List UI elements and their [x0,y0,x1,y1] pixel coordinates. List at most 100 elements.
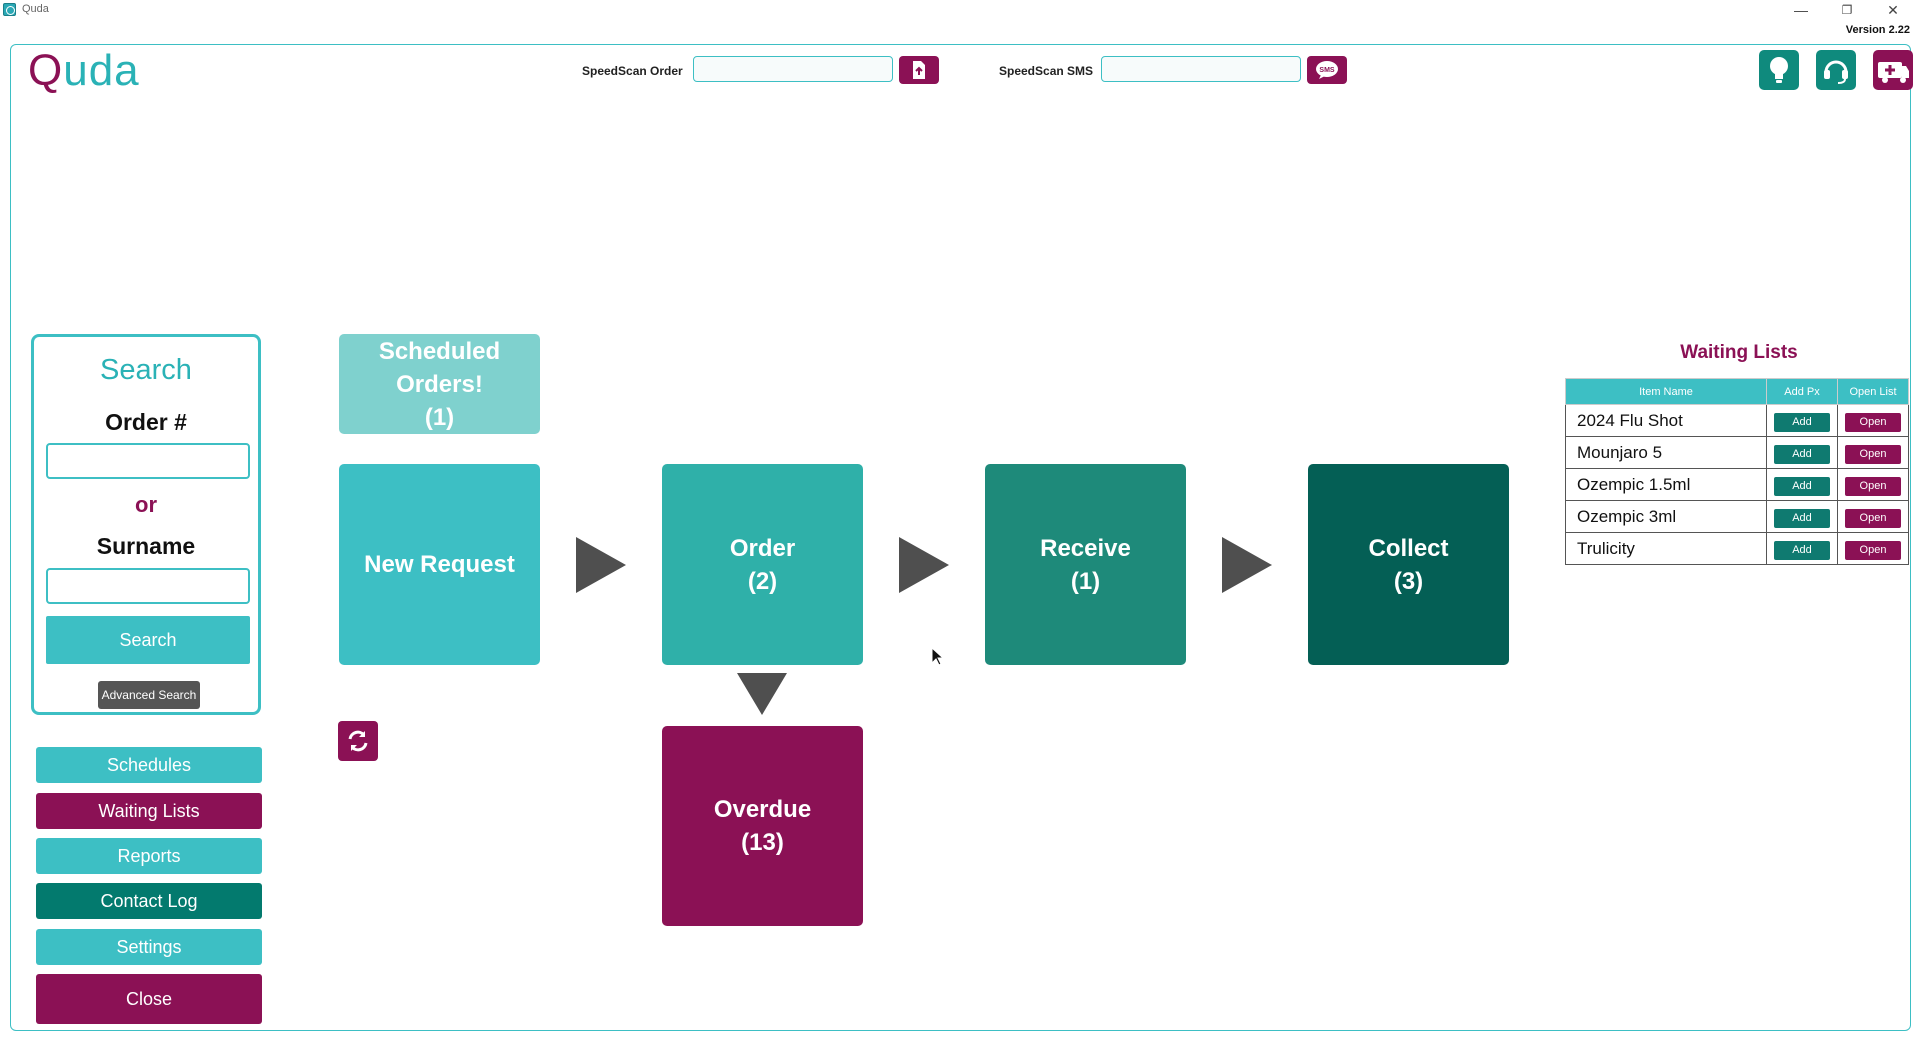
open-cell: Open [1837,436,1909,469]
table-row: Ozempic 3ml Add Open [1565,500,1909,533]
speedscan-sms-label: SpeedScan SMS [999,64,1094,78]
close-window-button[interactable]: ✕ [1887,2,1899,18]
arrow-down-icon [737,673,787,715]
item-name-cell: Ozempic 1.5ml [1565,468,1767,501]
scheduled-orders-line1: Scheduled [378,337,501,365]
window-title: Quda [22,3,49,15]
open-list-button[interactable]: Open [1845,508,1901,528]
search-panel: Search Order # or Surname Search Advance… [31,334,261,715]
settings-button[interactable]: Settings [36,929,262,965]
scheduled-orders-count: (1) [424,403,455,431]
item-name-cell: Ozempic 3ml [1565,500,1767,533]
open-list-button[interactable]: Open [1845,412,1901,432]
collect-label: Collect [1368,534,1449,562]
add-patient-button[interactable]: Add [1774,508,1830,528]
medical-button[interactable] [1873,50,1913,90]
arrow-right-icon [1222,537,1272,593]
speedscan-order-label: SpeedScan Order [582,64,683,78]
search-button[interactable]: Search [46,616,250,664]
speedscan-order-submit-button[interactable] [899,56,939,84]
table-row: Mounjaro 5 Add Open [1565,436,1909,469]
search-title: Search [100,354,192,386]
add-cell: Add [1766,500,1838,533]
add-patient-button[interactable]: Add [1774,476,1830,496]
sms-bubble-icon: SMS [1316,61,1338,79]
item-name-cell: Mounjaro 5 [1565,436,1767,469]
table-row: 2024 Flu Shot Add Open [1565,404,1909,437]
scheduled-orders-tile[interactable]: Scheduled Orders! (1) [339,334,540,434]
item-name-header: Item Name [1565,378,1767,405]
speedscan-sms-submit-button[interactable]: SMS [1307,56,1347,84]
new-request-tile[interactable]: New Request [339,464,540,665]
table-row: Trulicity Add Open [1565,532,1909,565]
collect-count: (3) [1393,567,1424,595]
collect-tile[interactable]: Collect (3) [1308,464,1509,665]
add-cell: Add [1766,404,1838,437]
add-patient-button[interactable]: Add [1774,412,1830,432]
upload-file-icon [913,61,925,79]
order-number-input[interactable] [46,443,250,479]
open-cell: Open [1837,532,1909,565]
speedscan-order-input[interactable] [693,56,893,82]
restore-button[interactable]: ❐ [1841,3,1853,17]
receive-count: (1) [1070,567,1101,595]
waiting-lists-table: Item Name Add Px Open List 2024 Flu Shot… [1565,378,1909,565]
overdue-count: (13) [741,829,784,856]
surname-input[interactable] [46,568,250,604]
open-list-button[interactable]: Open [1845,444,1901,464]
medical-cart-icon [1878,62,1909,83]
version-label: Version 2.22 [1845,24,1910,36]
open-cell: Open [1837,404,1909,437]
close-button[interactable]: Close [36,974,262,1024]
open-list-header: Open List [1837,378,1909,405]
receive-label: Receive [1040,534,1131,562]
order-tile[interactable]: Order (2) [662,464,863,665]
waiting-lists-button[interactable]: Waiting Lists [36,793,262,829]
open-list-button[interactable]: Open [1845,476,1901,496]
svg-text:SMS: SMS [1319,67,1335,74]
open-cell: Open [1837,468,1909,501]
surname-label: Surname [96,533,196,559]
arrow-right-icon [576,537,626,593]
add-px-header: Add Px [1766,378,1838,405]
overdue-tile[interactable]: Overdue (13) [662,726,863,926]
lightbulb-icon [1770,57,1788,83]
add-patient-button[interactable]: Add [1774,444,1830,464]
contact-log-button[interactable]: Contact Log [36,883,262,919]
mouse-cursor-icon [931,647,945,666]
receive-tile[interactable]: Receive (1) [985,464,1186,665]
item-name-cell: Trulicity [1565,532,1767,565]
table-header-row: Item Name Add Px Open List [1565,378,1909,405]
or-label: or [135,492,157,517]
item-name-cell: 2024 Flu Shot [1565,404,1767,437]
headset-support-icon [1824,60,1848,84]
table-row: Ozempic 1.5ml Add Open [1565,468,1909,501]
open-list-button[interactable]: Open [1845,540,1901,560]
waiting-lists-title: Waiting Lists [1680,342,1798,363]
minimize-button[interactable]: — [1794,2,1808,18]
app-icon [3,3,16,16]
new-request-label: New Request [364,551,515,578]
main-frame [10,44,1911,1031]
refresh-icon [348,730,368,752]
advanced-search-button[interactable]: Advanced Search [98,681,200,709]
quda-logo: Quda [28,46,140,95]
overdue-label: Overdue [713,796,812,823]
add-cell: Add [1766,532,1838,565]
arrow-right-icon [899,537,949,593]
window-titlebar: Quda — ❐ ✕ [0,0,1920,24]
order-label: Order [729,534,796,562]
speedscan-sms-input[interactable] [1101,56,1301,82]
order-number-label: Order # [105,409,187,435]
support-button[interactable] [1816,50,1856,90]
schedules-button[interactable]: Schedules [36,747,262,783]
reports-button[interactable]: Reports [36,838,262,874]
add-patient-button[interactable]: Add [1774,540,1830,560]
ideas-button[interactable] [1759,50,1799,90]
refresh-button[interactable] [338,721,378,761]
add-cell: Add [1766,436,1838,469]
add-cell: Add [1766,468,1838,501]
open-cell: Open [1837,500,1909,533]
order-count: (2) [747,567,778,595]
